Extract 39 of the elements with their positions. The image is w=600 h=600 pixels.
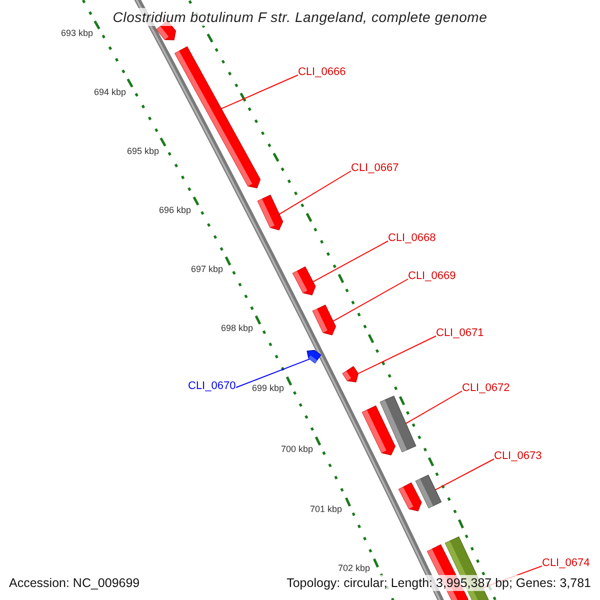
scale-label: 700 kbp [281, 444, 314, 455]
leader-line [405, 390, 462, 424]
gene-feature [174, 46, 261, 188]
gene-label: CLI_0669 [408, 270, 456, 283]
leader-line [220, 74, 298, 110]
gene-label: CLI_0668 [388, 232, 436, 245]
gene-feature [342, 366, 359, 382]
accession-text: Accession: NC_009699 [8, 575, 141, 591]
scale-label: 699 kbp [252, 383, 284, 394]
leader-line [434, 458, 494, 490]
gene-bar [380, 396, 416, 452]
gene-label: CLI_0672 [462, 382, 510, 395]
gene-feature [312, 304, 336, 336]
gene-feature [398, 482, 422, 512]
leader-line [332, 278, 408, 322]
scale-label: 697 kbp [191, 264, 224, 275]
leader-line [358, 336, 436, 374]
scale-label: 698 kbp [221, 323, 254, 334]
leader-line [312, 240, 388, 282]
map-title: Clostridium botulinum F str. Langeland, complete genome [110, 8, 490, 26]
scale-label: 702 kbp [338, 563, 370, 574]
gene-label: CLI_0670 [188, 380, 236, 393]
gene-feature [292, 266, 316, 296]
scale-label: 701 kbp [310, 504, 342, 515]
gene-label: CLI_0671 [436, 327, 484, 340]
genome-summary-text: Topology: circular; Length: 3,995,387 bp; Genes: 3,781 [286, 575, 592, 591]
gene-label: CLI_0666 [298, 66, 346, 79]
scale-label: 696 kbp [159, 205, 192, 216]
gene-feature [257, 194, 284, 230]
scale-label: 694 kbp [94, 87, 126, 98]
gene-label: CLI_0667 [351, 162, 399, 175]
gene-bar [415, 474, 442, 508]
gene-label: CLI_0674 [542, 557, 590, 570]
scale-label: 695 kbp [127, 146, 160, 157]
leader-line [236, 358, 310, 388]
scale-label: 693 kbp [61, 28, 94, 39]
leader-line [278, 170, 352, 215]
gene-label: CLI_0673 [494, 450, 542, 463]
gene-feature [306, 350, 322, 364]
